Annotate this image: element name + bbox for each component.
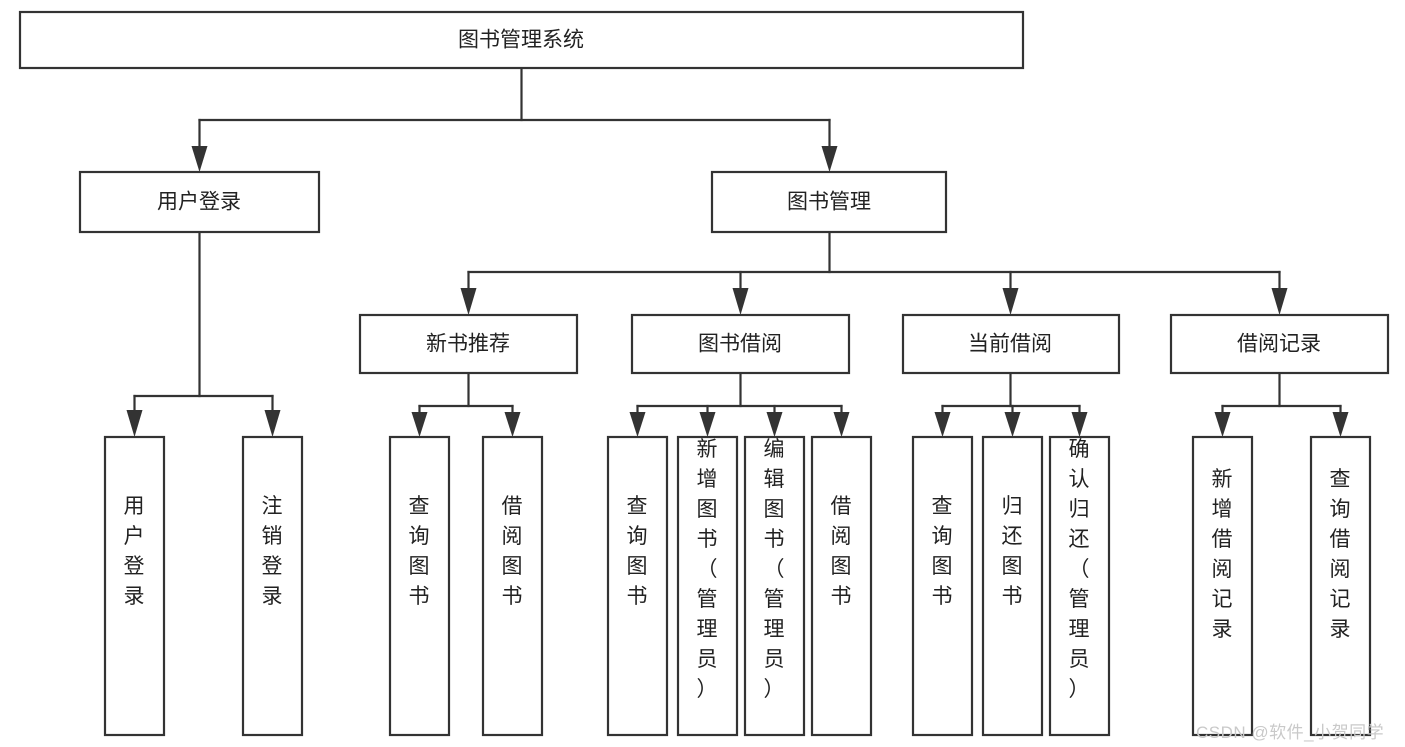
node-root-box[interactable] — [18, 10, 1025, 70]
node-leaf-user-logout-box[interactable] — [241, 435, 304, 737]
node-leaf-query-book-1[interactable]: 查询图书 — [388, 435, 451, 737]
arrow-head-icon — [126, 410, 143, 437]
connector-group-user-login — [126, 230, 281, 437]
node-leaf-borrow-book-1[interactable]: 借阅图书 — [481, 435, 544, 737]
node-leaf-borrow-book-2[interactable]: 借阅图书 — [810, 435, 873, 737]
node-leaf-confirm-return[interactable]: 确认归还（管理员） — [1048, 435, 1111, 737]
node-leaf-add-record-label: 新增借阅记录 — [1212, 468, 1233, 641]
node-book-management[interactable]: 图书管理 — [710, 170, 948, 234]
arrow-head-icon — [1002, 288, 1019, 315]
node-leaf-query-record[interactable]: 查询借阅记录 — [1309, 435, 1372, 737]
node-user-login[interactable]: 用户登录 — [78, 170, 321, 234]
node-leaf-add-book[interactable]: 新增图书（管理员） — [676, 435, 739, 737]
node-leaf-query-record-label: 查询借阅记录 — [1330, 468, 1351, 641]
node-leaf-borrow-book-2-box[interactable] — [810, 435, 873, 737]
node-root[interactable]: 图书管理系统 — [18, 10, 1025, 70]
node-borrow-record-label: 借阅记录 — [1237, 333, 1321, 356]
arrow-head-icon — [1214, 412, 1231, 437]
node-leaf-confirm-return-label: 确认归还（管理员） — [1069, 438, 1090, 701]
arrow-head-icon — [460, 288, 477, 315]
node-book-borrow-label: 图书借阅 — [698, 333, 782, 356]
node-leaf-query-book-2-box[interactable] — [606, 435, 669, 737]
connector-group-current-borrow — [934, 371, 1088, 437]
node-leaf-user-login[interactable]: 用户登录 — [103, 435, 166, 737]
node-leaf-add-record[interactable]: 新增借阅记录 — [1191, 435, 1254, 737]
node-user-login-label: 用户登录 — [157, 191, 241, 214]
node-leaf-user-logout[interactable]: 注销登录 — [241, 435, 304, 737]
arrow-head-icon — [1271, 288, 1288, 315]
node-new-book-recommend-label: 新书推荐 — [426, 333, 510, 356]
node-new-book-recommend[interactable]: 新书推荐 — [358, 313, 579, 375]
arrow-head-icon — [934, 412, 951, 437]
connector-group-borrow-record — [1214, 371, 1349, 437]
node-user-login-box[interactable] — [78, 170, 321, 234]
arrow-head-icon — [629, 412, 646, 437]
node-root-label: 图书管理系统 — [458, 29, 584, 52]
node-leaf-add-book-label: 新增图书（管理员） — [697, 438, 718, 701]
arrow-head-icon — [821, 146, 838, 172]
node-leaf-query-book-3-box[interactable] — [911, 435, 974, 737]
node-new-book-recommend-box[interactable] — [358, 313, 579, 375]
arrow-head-icon — [411, 412, 428, 437]
node-leaf-borrow-book-2-label: 借阅图书 — [831, 495, 852, 608]
node-leaf-return-book-box[interactable] — [981, 435, 1044, 737]
connector-group-book-management — [460, 230, 1288, 315]
node-current-borrow-box[interactable] — [901, 313, 1121, 375]
node-current-borrow-label: 当前借阅 — [968, 333, 1052, 356]
node-leaf-add-record-box[interactable] — [1191, 435, 1254, 737]
arrow-head-icon — [1332, 412, 1349, 437]
connector-group-book-borrow — [629, 371, 850, 437]
node-leaf-query-book-3-label: 查询图书 — [932, 495, 953, 608]
node-borrow-record[interactable]: 借阅记录 — [1169, 313, 1390, 375]
arrow-head-icon — [1004, 412, 1021, 437]
node-leaf-return-book-label: 归还图书 — [1002, 495, 1023, 608]
node-leaf-user-logout-label: 注销登录 — [262, 495, 283, 608]
node-leaf-query-book-2[interactable]: 查询图书 — [606, 435, 669, 737]
node-leaf-return-book[interactable]: 归还图书 — [981, 435, 1044, 737]
arrow-head-icon — [732, 288, 749, 315]
arrow-head-icon — [191, 146, 208, 172]
node-book-borrow[interactable]: 图书借阅 — [630, 313, 851, 375]
node-borrow-record-box[interactable] — [1169, 313, 1390, 375]
connector-group-root — [191, 66, 838, 172]
node-leaf-borrow-book-1-box[interactable] — [481, 435, 544, 737]
node-leaf-query-book-1-label: 查询图书 — [409, 495, 430, 608]
arrow-head-icon — [766, 412, 783, 437]
node-leaf-borrow-book-1-label: 借阅图书 — [502, 495, 523, 608]
node-current-borrow[interactable]: 当前借阅 — [901, 313, 1121, 375]
arrow-head-icon — [699, 412, 716, 437]
arrow-head-icon — [264, 410, 281, 437]
node-leaf-query-book-2-label: 查询图书 — [627, 495, 648, 608]
node-leaf-query-book-1-box[interactable] — [388, 435, 451, 737]
node-book-management-box[interactable] — [710, 170, 948, 234]
node-leaf-user-login-label: 用户登录 — [124, 495, 145, 608]
node-leaf-query-book-3[interactable]: 查询图书 — [911, 435, 974, 737]
node-leaf-edit-book-label: 编辑图书（管理员） — [764, 438, 785, 701]
node-leaf-edit-book-box[interactable] — [743, 435, 806, 737]
node-book-borrow-box[interactable] — [630, 313, 851, 375]
node-leaf-edit-book[interactable]: 编辑图书（管理员） — [743, 435, 806, 737]
connector-group-new-book-recommend — [411, 371, 521, 437]
node-leaf-query-record-box[interactable] — [1309, 435, 1372, 737]
node-book-management-label: 图书管理 — [787, 191, 871, 214]
arrow-head-icon — [1071, 412, 1088, 437]
node-leaf-user-login-box[interactable] — [103, 435, 166, 737]
node-leaf-add-book-box[interactable] — [676, 435, 739, 737]
arrow-head-icon — [504, 412, 521, 437]
node-leaf-confirm-return-box[interactable] — [1048, 435, 1111, 737]
arrow-head-icon — [833, 412, 850, 437]
